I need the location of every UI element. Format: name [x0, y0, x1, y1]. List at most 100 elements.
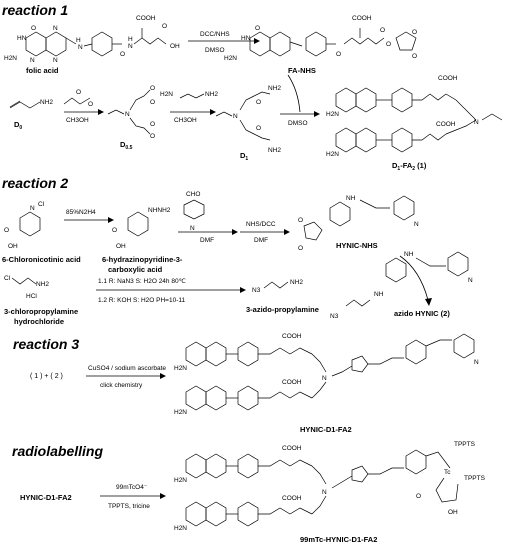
atom-o: O: [416, 493, 421, 500]
reagent-dcc-nhs: DCC/NHS: [200, 31, 230, 38]
tc-hynic-d1-fa2-structure: COOH H2N COOH H2N N Tc TPPTS TPPTS OH O …: [174, 441, 486, 544]
atom-tppts: TPPTS: [464, 475, 486, 482]
atom-h2n: H2N: [326, 111, 339, 118]
atom-o: O: [150, 85, 155, 92]
atom-cl: Cl: [38, 201, 45, 208]
atom-nh2: NH2: [36, 281, 49, 288]
label-d0: D0: [14, 120, 22, 131]
atom-tc: Tc: [444, 469, 451, 476]
hydrazinopyridine-structure: NHNH2 O OH 6-hydrazinopyridine-3- carbox…: [102, 207, 183, 274]
atom-h2n: H2N: [326, 151, 339, 158]
atom-cooh: COOH: [352, 15, 372, 22]
folic-acid-structure: O HN H2N N N N H N O N H COOH O OH folic…: [4, 15, 180, 75]
atom-hn: HN: [17, 35, 27, 42]
atom-o: O: [162, 23, 167, 30]
atom-o: O: [380, 27, 385, 34]
atom-n: N: [53, 25, 58, 32]
header-radiolabelling: radiolabelling: [12, 443, 103, 459]
atom-cooh: COOH: [436, 121, 456, 128]
label-99mtc-hynic-d1-fa2: 99mTc-HYNIC-D1-FA2: [300, 535, 377, 544]
condition-1-1: 1.1 R: NaN3 S: H2O 24h 80℃: [98, 278, 187, 285]
hynic-d1-fa2-structure: COOH H2N COOH H2N N N HYNIC-D1-FA2: [174, 333, 479, 434]
solvent-dmso: DMSO: [205, 47, 225, 54]
atom-n: N: [322, 489, 327, 496]
solvent-ch3oh: CH3OH: [174, 117, 197, 124]
atom-h2n: H2N: [174, 525, 187, 532]
atom-o: O: [298, 245, 303, 252]
atom-tppts: TPPTS: [454, 441, 476, 448]
chloropropylamine-structure: Cl NH2 HCl 3-chloropropylamine hydrochlo…: [4, 275, 78, 326]
label-6-hydrazinopyridine: 6-hydrazinopyridine-3-: [102, 255, 183, 264]
atom-cooh: COOH: [438, 75, 458, 82]
atom-n3: N3: [330, 313, 339, 320]
label-azido-hynic: azido HYNIC (2): [394, 309, 450, 318]
atom-cho: CHO: [186, 191, 200, 198]
condition-click: click chemistry: [100, 382, 143, 389]
atom-cooh: COOH: [282, 445, 302, 452]
atom-nh2: NH2: [205, 91, 218, 98]
atom-hcl: HCl: [26, 293, 37, 300]
reagent-nhs-dcc: NHS/DCC: [246, 221, 276, 228]
d0-structure: NH2 D0: [9, 99, 53, 131]
atom-o: O: [412, 53, 417, 60]
curved-arrow: [399, 255, 429, 301]
atom-n: N: [53, 57, 58, 64]
atom-o: O: [256, 99, 261, 106]
label-hynic-d1-fa2-sm: HYNIC-D1-FA2: [20, 493, 72, 502]
atom-o: O: [4, 227, 9, 234]
label-folic-acid: folic acid: [26, 66, 59, 75]
solvent-dmso: DMSO: [288, 120, 308, 127]
atom-n: N: [474, 119, 479, 126]
atom-o: O: [298, 217, 303, 224]
atom-o: O: [120, 51, 125, 58]
label-d1: D1: [240, 151, 248, 162]
atom-h2n: H2N: [174, 409, 187, 416]
curved-arrow: [287, 74, 301, 113]
atom-nh: NH: [346, 195, 356, 202]
d1-structure: N O O NH2 NH2 D1: [215, 85, 281, 162]
atom-n: N: [125, 111, 130, 118]
atom-n: N: [233, 113, 238, 120]
atom-h2n: H2N: [174, 365, 187, 372]
atom-o: O: [31, 25, 36, 32]
atom-o: O: [255, 25, 260, 32]
atom-h2n: H2N: [160, 91, 173, 98]
reagent-hydrazine: 85%N2H4: [66, 209, 96, 216]
azido-propylamine-structure: N3 NH2 3-azido-propylamine: [246, 279, 319, 314]
condition-tppts-tricine: TPPTS, tricine: [108, 503, 150, 510]
atom-nh: NH: [374, 291, 384, 298]
label-hynic-d1-fa2: HYNIC-D1-FA2: [300, 425, 352, 434]
solvent-dmf: DMF: [254, 237, 268, 244]
atom-h: H: [76, 37, 81, 44]
reagent-tco4: 99mTcO4⁻: [116, 484, 148, 491]
label-6-chloronicotinic-acid: 6-Chloronicotinic acid: [2, 255, 81, 264]
atom-n: N: [30, 57, 35, 64]
atom-o: O: [150, 133, 155, 140]
atom-o: O: [386, 41, 391, 48]
atom-nhnh2: NHNH2: [148, 207, 171, 214]
atom-n: N: [78, 44, 83, 51]
label-3-azido-propylamine: 3-azido-propylamine: [246, 305, 319, 314]
label-hydrochloride: hydrochloride: [14, 317, 64, 326]
atom-nh2: NH2: [290, 279, 303, 286]
atom-cooh: COOH: [136, 15, 156, 22]
solvent-dmf: DMF: [200, 237, 214, 244]
header-reaction-2: reaction 2: [2, 175, 68, 191]
atom-nh2: NH2: [268, 147, 281, 154]
atom-o: O: [88, 101, 93, 108]
atom-n: N: [322, 375, 327, 382]
atom-cl: Cl: [4, 275, 11, 282]
atom-oh: OH: [8, 243, 18, 250]
label-fa-nhs: FA-NHS: [288, 66, 316, 75]
header-reaction-3: reaction 3: [13, 336, 79, 352]
label-hynic-nhs: HYNIC-NHS: [336, 241, 378, 250]
atom-nh2: NH2: [40, 99, 53, 106]
atom-h2n: H2N: [224, 55, 237, 62]
atom-o: O: [112, 227, 117, 234]
atom-cooh: COOH: [282, 333, 302, 340]
methyl-acrylate: O O: [63, 89, 93, 108]
condition-1-2: 1.2 R: KOH S: H2O PH=10-11: [98, 297, 186, 304]
atom-n: N: [30, 205, 35, 212]
atom-nh2: NH2: [268, 85, 281, 92]
atom-hn: HN: [241, 35, 251, 42]
